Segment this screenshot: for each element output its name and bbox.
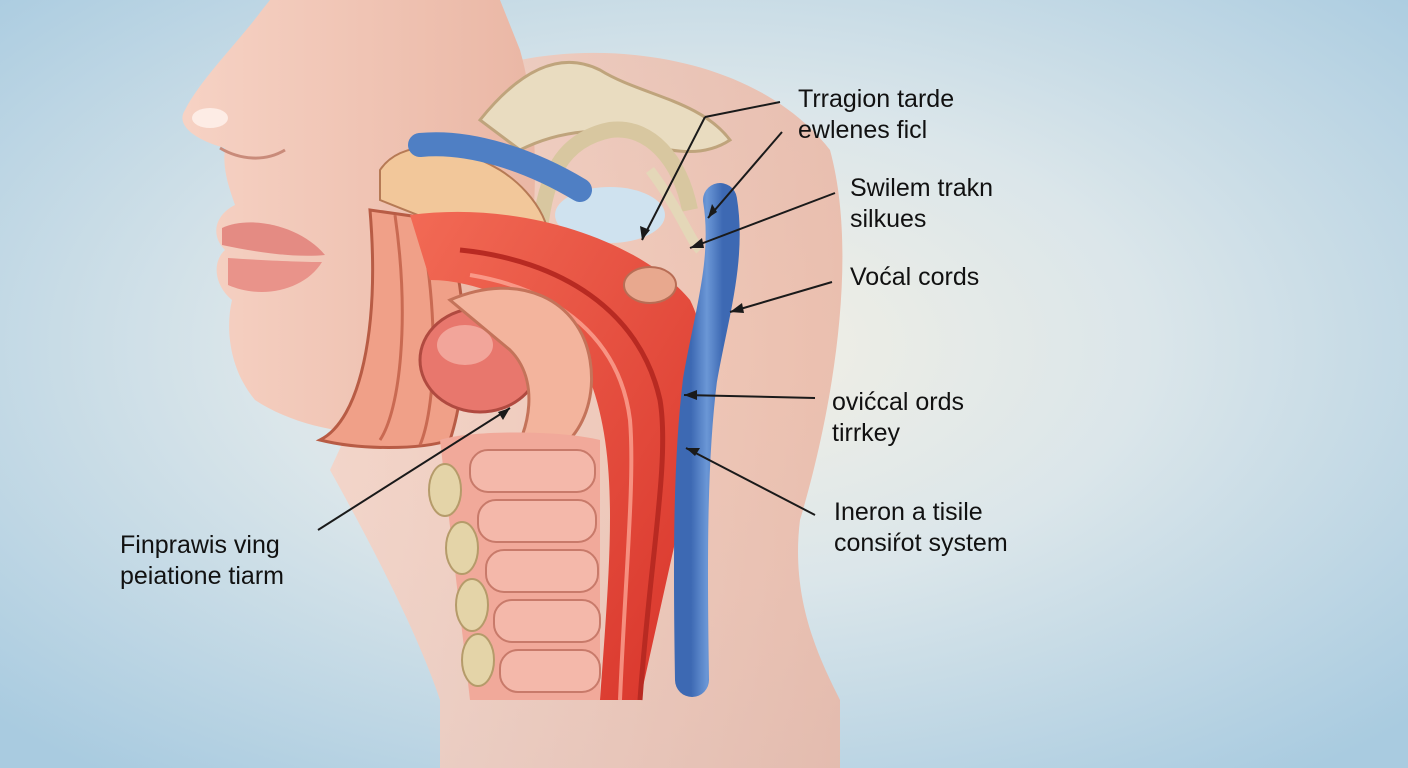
label-vocal-cords-line1: Voćal cords <box>850 263 980 291</box>
leader-arrowheads <box>498 204 744 456</box>
leader-left <box>317 407 511 531</box>
leader-top-1b <box>641 116 706 241</box>
arrow-upper-right <box>690 238 704 248</box>
label-left: Finprawis ving peiatione tiarm <box>120 530 284 592</box>
upper-blue-vessel <box>408 132 592 202</box>
leader-lines <box>317 101 836 531</box>
label-left-line1: Finprawis ving <box>120 531 280 559</box>
label-lower-right-line1: Ineron a tisile <box>834 498 983 526</box>
nostril <box>219 146 286 160</box>
label-middle-right: ovićcal ords tirrkey <box>832 387 964 449</box>
upper-lip <box>222 222 325 256</box>
hyoid-arc <box>532 121 698 231</box>
arrow-vocal <box>730 303 744 313</box>
leader-vocal <box>729 281 833 313</box>
leader-middle-right <box>683 394 816 399</box>
label-left-line2: peiatione tiarm <box>120 562 284 590</box>
label-middle-right-line1: ovićcal ords <box>832 388 964 416</box>
arrow-lower-right <box>686 448 700 456</box>
tongue-muscle-inner <box>378 214 404 441</box>
leader-top-2 <box>707 131 783 219</box>
nose-highlight <box>192 108 228 128</box>
leader-upper-right <box>689 192 836 249</box>
trachea <box>440 432 601 700</box>
arrow-top-1 <box>640 226 650 240</box>
arrow-top-2 <box>708 204 717 218</box>
arrow-left <box>498 408 510 420</box>
label-top-line1: Trragion tarde <box>798 85 955 113</box>
arrow-middle-right <box>684 390 697 400</box>
arytenoid-cartilage <box>623 266 677 304</box>
epiglottis <box>447 286 593 463</box>
leader-top-1 <box>704 101 781 118</box>
leader-lower-right <box>685 447 816 516</box>
label-upper-right-line2: silkues <box>850 205 927 233</box>
label-top: Trragion tarde ewlenes ficl <box>798 84 954 146</box>
label-middle-right-line2: tirrkey <box>832 419 901 447</box>
label-upper-right: Swilem trakn silkues <box>850 173 993 235</box>
cervical-spine <box>428 463 495 687</box>
label-upper-right-line1: Swilem trakn <box>850 174 994 202</box>
label-lower-right-line2: consiŕot system <box>834 529 1008 557</box>
label-top-line2: ewlenes ficl <box>798 116 928 144</box>
tonsil-highlight <box>437 325 493 365</box>
label-lower-right: Ineron a tisile consiŕot system <box>834 497 1008 559</box>
jugular-vein <box>673 183 740 697</box>
label-vocal-cords: Voćal cords <box>850 262 979 293</box>
lower-lip <box>228 258 322 292</box>
